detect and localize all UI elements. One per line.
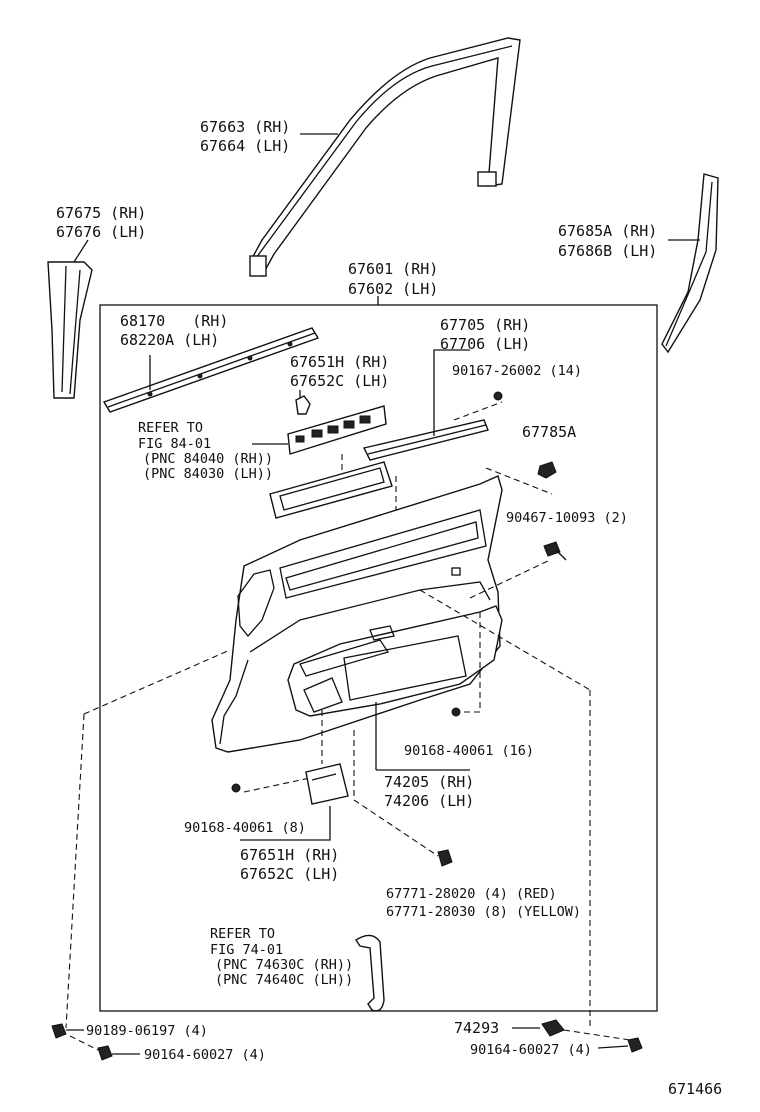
grab-handle bbox=[355, 934, 385, 1012]
label-refer84-2: FIG 84-01 bbox=[138, 436, 211, 452]
label-90467-10093: 90467-10093 (2) bbox=[506, 510, 628, 526]
label-90189-06197: 90189-06197 (4) bbox=[86, 1023, 208, 1039]
label-67705: 67705 (RH) bbox=[440, 316, 530, 334]
label-90168-40061-8: 90168-40061 (8) bbox=[184, 820, 306, 836]
label-67601: 67601 (RH) bbox=[348, 260, 438, 278]
label-90164-60027-right: 90164-60027 (4) bbox=[470, 1042, 592, 1058]
upper-trim-panel bbox=[362, 419, 489, 461]
door-frame-mold bbox=[249, 37, 521, 278]
label-67676: 67676 (LH) bbox=[56, 223, 146, 241]
label-74205: 74205 (RH) bbox=[384, 773, 474, 791]
label-67771-28030: 67771-28030 (8) (YELLOW) bbox=[386, 904, 581, 920]
label-67685a: 67685A (RH) bbox=[558, 222, 657, 240]
label-67652c-bottom: 67652C (LH) bbox=[240, 865, 339, 883]
label-67771-28020: 67771-28020 (4) (RED) bbox=[386, 886, 557, 902]
label-90168-40061-16: 90168-40061 (16) bbox=[404, 743, 534, 759]
rear-pillar-mold bbox=[661, 173, 719, 354]
door-weatherstrip bbox=[102, 327, 320, 413]
label-68170: 68170 (RH) bbox=[120, 312, 228, 330]
label-refer74-3: (PNC 74630C (RH)) bbox=[215, 957, 353, 973]
part-74293 bbox=[541, 1019, 565, 1037]
screw-right bbox=[543, 541, 567, 561]
label-67785a: 67785A bbox=[522, 423, 576, 441]
label-67651h-top: 67651H (RH) bbox=[290, 353, 389, 371]
front-mold-leader bbox=[73, 239, 89, 263]
armrest-assembly bbox=[287, 605, 503, 717]
label-67675: 67675 (RH) bbox=[56, 204, 146, 222]
clip-low bbox=[231, 783, 241, 793]
switch-bezel bbox=[287, 395, 387, 455]
label-67706: 67706 (LH) bbox=[440, 335, 530, 353]
switch-cover bbox=[305, 763, 349, 805]
clip-mid bbox=[451, 707, 461, 717]
label-refer84-4: (PNC 84030 (LH)) bbox=[143, 466, 273, 482]
lower-bezel-frame bbox=[269, 461, 393, 519]
label-refer74-4: (PNC 74640C (LH)) bbox=[215, 972, 353, 988]
clip-top bbox=[493, 391, 503, 401]
label-67663: 67663 (RH) bbox=[200, 118, 290, 136]
label-67664: 67664 (LH) bbox=[200, 137, 290, 155]
label-67651h-bottom: 67651H (RH) bbox=[240, 846, 339, 864]
screw-bottom-right bbox=[627, 1037, 643, 1053]
label-74293: 74293 bbox=[454, 1019, 499, 1037]
label-refer74-2: FIG 74-01 bbox=[210, 942, 283, 958]
screw-bottom-left-1 bbox=[51, 1023, 67, 1039]
label-refer84-1: REFER TO bbox=[138, 420, 203, 436]
label-68220a: 68220A (LH) bbox=[120, 331, 219, 349]
cap-67785a bbox=[537, 461, 557, 479]
label-74206: 74206 (LH) bbox=[384, 792, 474, 810]
label-67686b: 67686B (LH) bbox=[558, 242, 657, 260]
screw-bottom-left-2 bbox=[97, 1045, 113, 1061]
clip-red-yellow bbox=[437, 849, 453, 867]
label-67652c-top: 67652C (LH) bbox=[290, 372, 389, 390]
cover-leader bbox=[240, 806, 331, 841]
panel-leader bbox=[433, 349, 470, 436]
label-67602: 67602 (LH) bbox=[348, 280, 438, 298]
label-refer84-3: (PNC 84040 (RH)) bbox=[143, 451, 273, 467]
drawing-number: 671466 bbox=[668, 1080, 722, 1098]
label-90164-60027-left: 90164-60027 (4) bbox=[144, 1047, 266, 1063]
label-90167-26002: 90167-26002 (14) bbox=[452, 363, 582, 379]
front-pillar-mold bbox=[47, 261, 93, 399]
label-refer74-1: REFER TO bbox=[210, 926, 275, 942]
